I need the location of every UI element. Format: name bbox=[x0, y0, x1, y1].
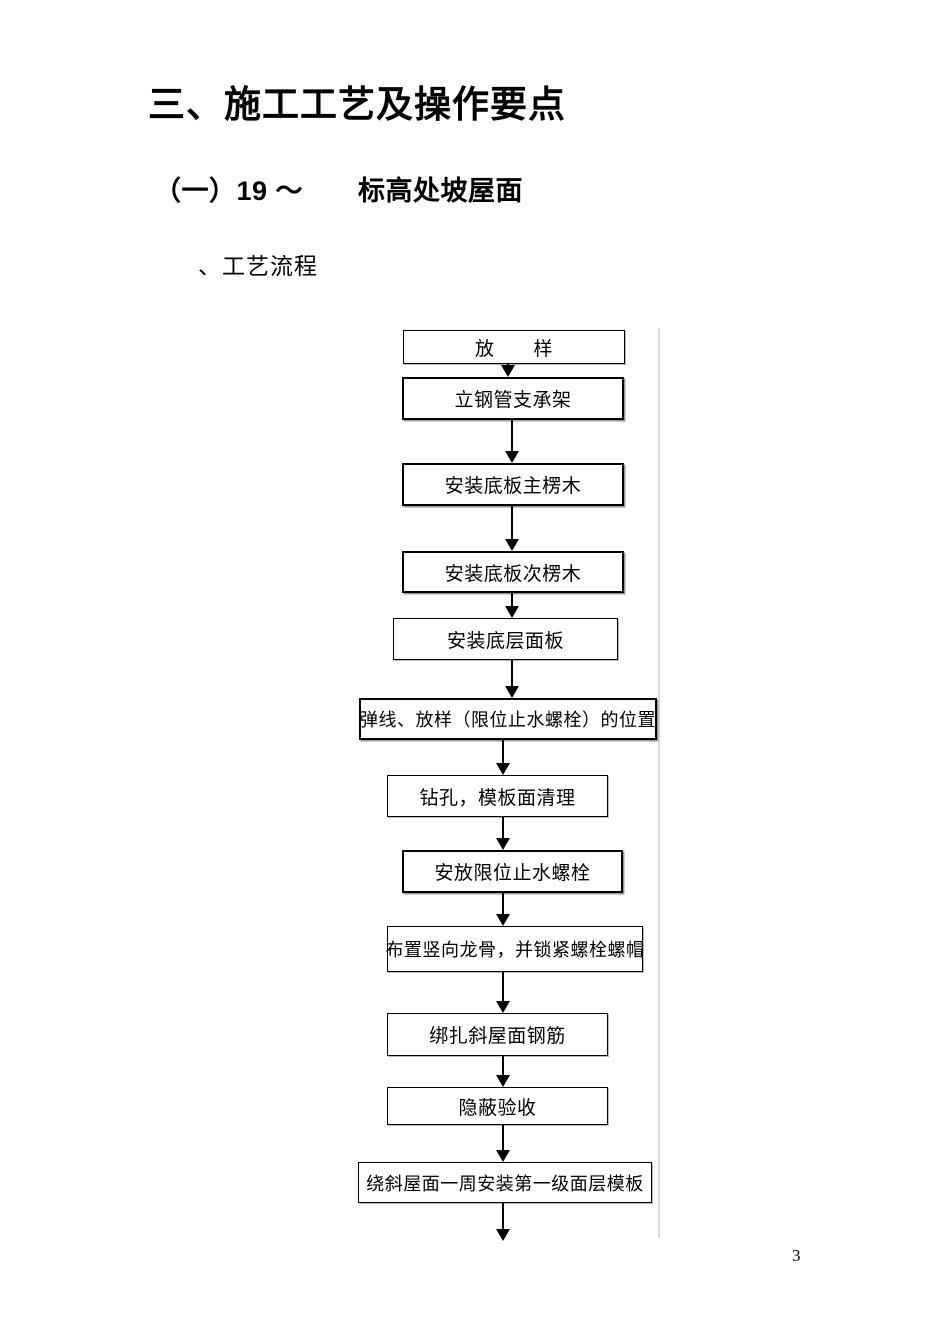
flow-step-label: 安装底板主楞木 bbox=[444, 476, 582, 497]
flow-arrow-down-icon bbox=[504, 420, 520, 463]
flow-step-box-fangyang: 放 样 bbox=[403, 330, 625, 364]
flow-step-box-drilling-cleaning: 钻孔，模板面清理 bbox=[387, 775, 608, 817]
flow-arrow-down-icon bbox=[500, 364, 516, 377]
section-heading: 三、施工工艺及操作要点 bbox=[148, 85, 566, 126]
flow-arrow-down-icon bbox=[495, 893, 511, 926]
subsection-heading: （一）19 ～ 标高处坡屋面 bbox=[154, 176, 524, 206]
process-flow-label: 、工艺流程 bbox=[198, 254, 318, 279]
flow-arrow-down-icon bbox=[504, 593, 520, 618]
flow-step-box-steel-pipe-support: 立钢管支承架 bbox=[402, 377, 624, 420]
flow-step-label: 绕斜屋面一周安装第一级面层模板 bbox=[366, 1173, 644, 1194]
flow-step-label: 放 样 bbox=[474, 338, 553, 360]
flow-arrow-down-icon bbox=[495, 1125, 511, 1162]
flow-step-box-bottom-panel: 安装底层面板 bbox=[393, 618, 618, 660]
flow-arrow-down-icon bbox=[495, 817, 511, 850]
flow-step-label: 安装底板次楞木 bbox=[444, 563, 582, 585]
flow-arrow-down-icon bbox=[495, 1056, 511, 1087]
page-number: 3 bbox=[792, 1246, 801, 1265]
flow-step-box-waterstop-bolt: 安放限位止水螺栓 bbox=[402, 850, 623, 893]
flow-step-box-snap-line-layout: 弹线、放样（限位止水螺栓）的位置 bbox=[359, 698, 657, 740]
flow-arrow-down-icon bbox=[495, 972, 511, 1013]
flow-step-label: 钻孔，模板面清理 bbox=[419, 787, 576, 809]
flow-arrow-down-icon bbox=[504, 506, 520, 551]
flow-step-box-secondary-joist: 安装底板次楞木 bbox=[402, 551, 624, 593]
flow-step-box-first-layer-formwork: 绕斜屋面一周安装第一级面层模板 bbox=[358, 1162, 652, 1203]
flow-arrow-down-icon bbox=[495, 1203, 511, 1241]
flow-step-label: 隐蔽验收 bbox=[458, 1097, 537, 1119]
flow-step-label: 安装底层面板 bbox=[446, 630, 564, 652]
flow-step-label: 立钢管支承架 bbox=[454, 390, 572, 411]
flow-step-box-main-joist: 安装底板主楞木 bbox=[402, 463, 624, 506]
flow-step-label: 安放限位止水螺栓 bbox=[434, 863, 591, 884]
frame-right-border bbox=[658, 328, 660, 1238]
flow-arrow-down-icon bbox=[495, 740, 511, 775]
flow-step-label: 布置竖向龙骨，并锁紧螺栓螺帽 bbox=[385, 940, 645, 960]
flow-step-box-concealed-acceptance: 隐蔽验收 bbox=[387, 1087, 608, 1125]
flow-arrow-down-icon bbox=[504, 660, 520, 698]
flow-step-box-rebar-tying: 绑扎斜屋面钢筋 bbox=[387, 1013, 608, 1056]
flow-step-label: 弹线、放样（限位止水螺栓）的位置 bbox=[360, 710, 656, 730]
flow-step-label: 绑扎斜屋面钢筋 bbox=[429, 1026, 566, 1047]
flow-step-box-vertical-keel: 布置竖向龙骨，并锁紧螺栓螺帽 bbox=[385, 926, 645, 972]
